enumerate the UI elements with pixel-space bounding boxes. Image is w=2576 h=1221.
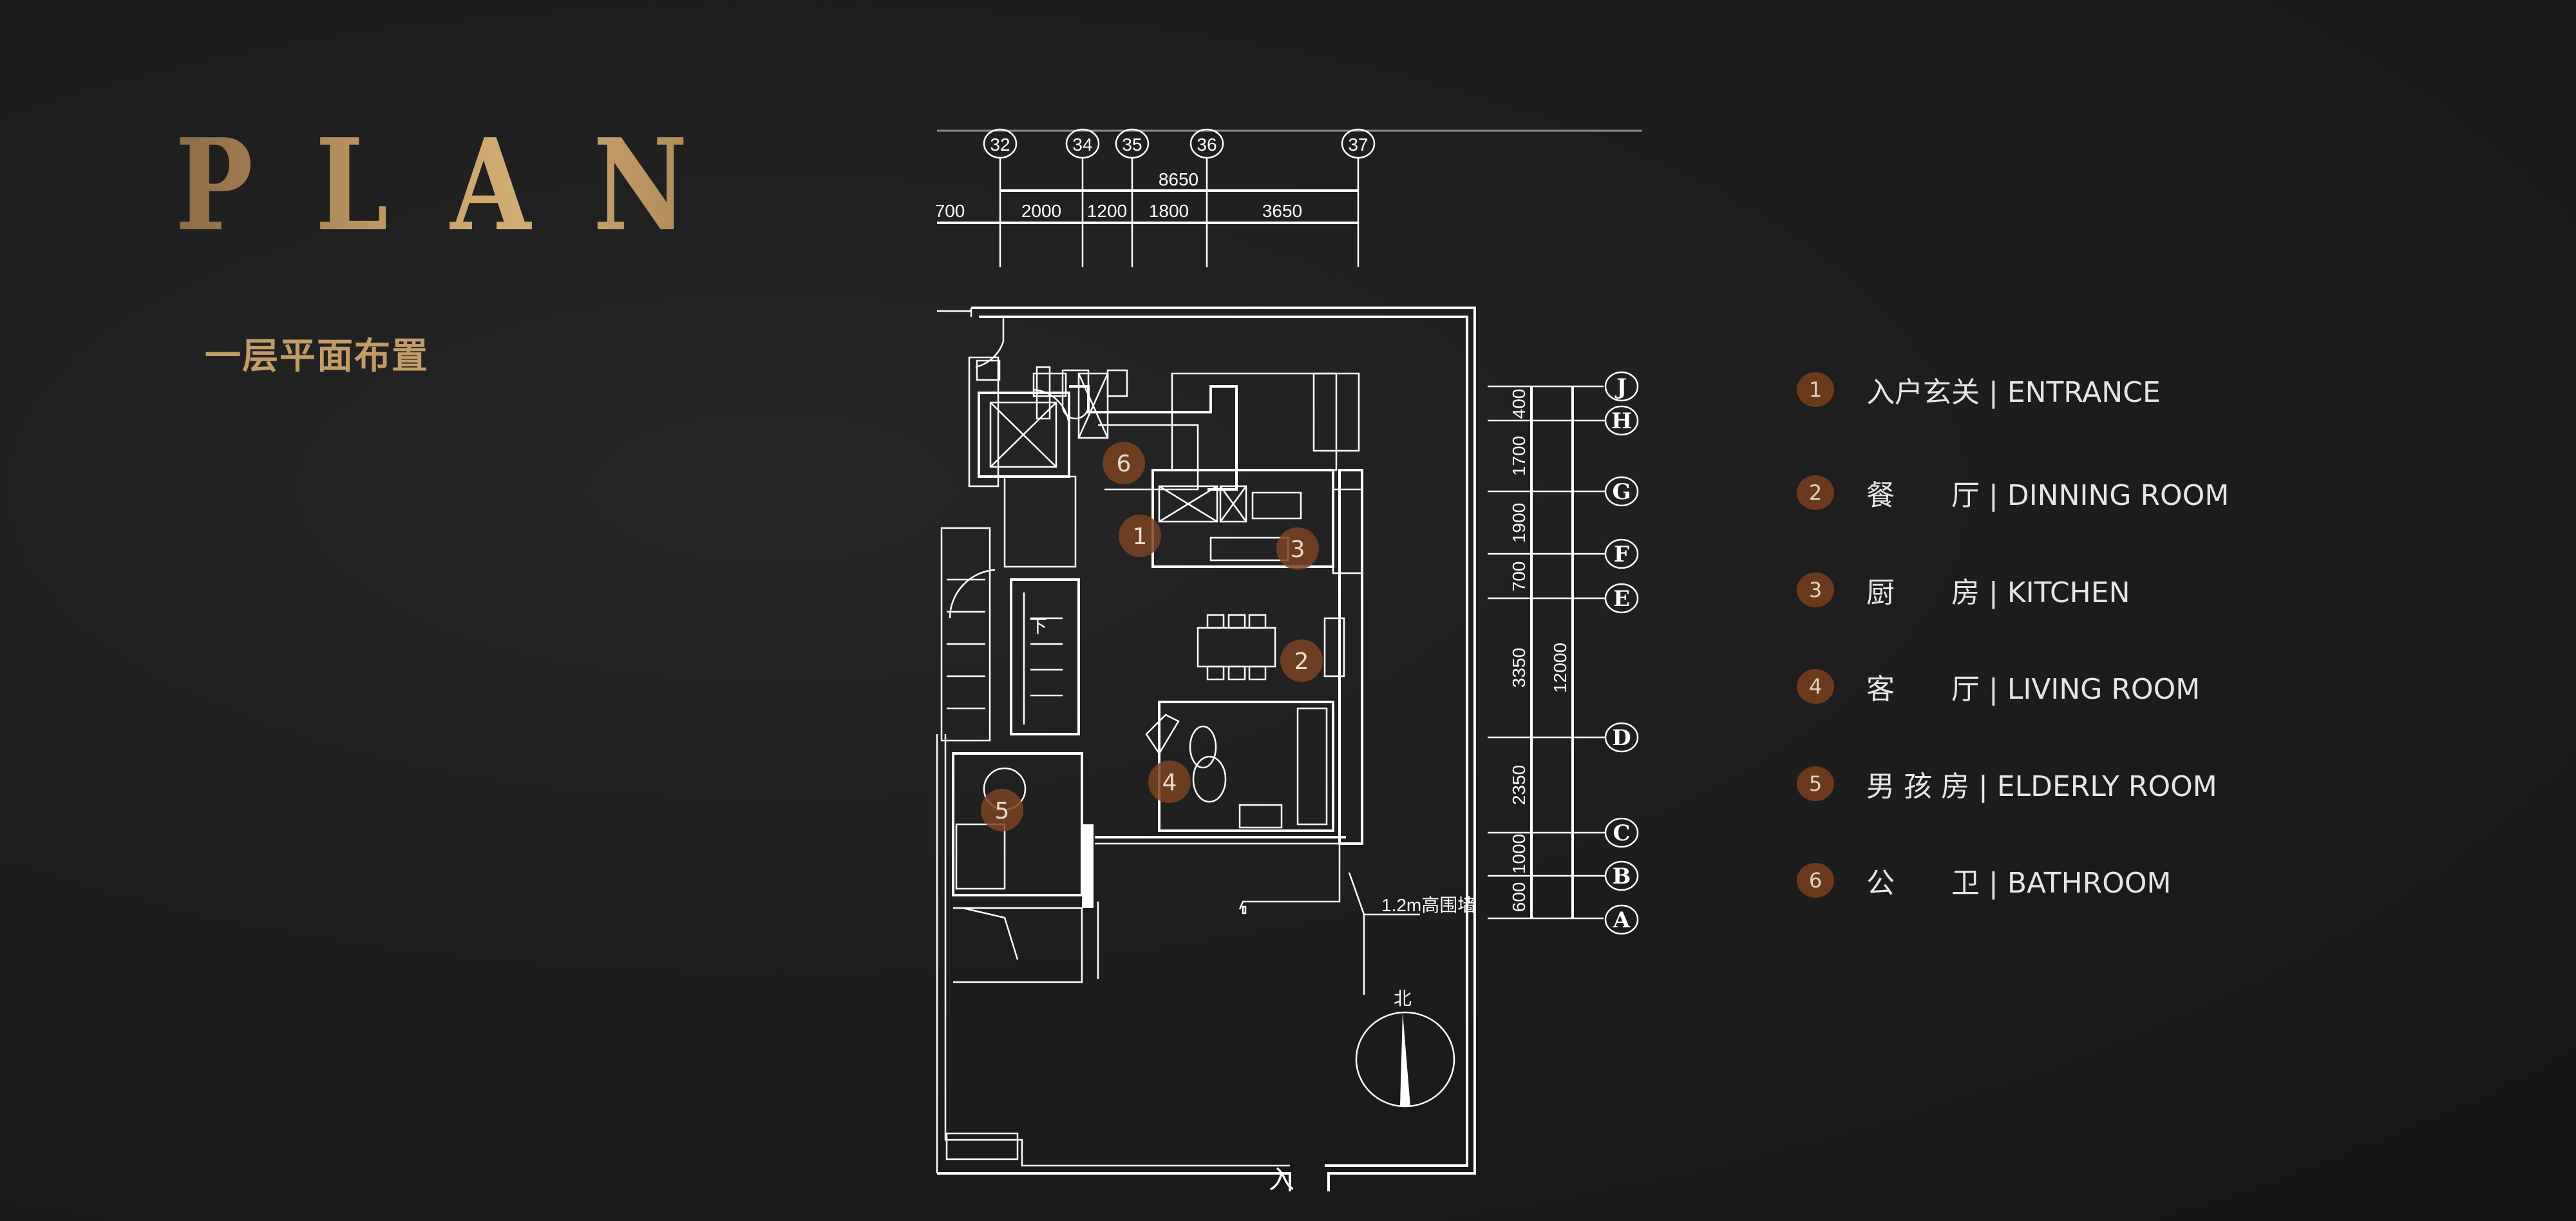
- svg-text:1: 1: [1133, 524, 1148, 550]
- svg-text:C: C: [1613, 820, 1630, 846]
- room-marker-2: 2: [1280, 639, 1323, 682]
- svg-text:700: 700: [1509, 562, 1529, 592]
- svg-text:1700: 1700: [1509, 436, 1529, 476]
- svg-text:E: E: [1613, 586, 1630, 612]
- legend-cn: 入户玄关: [1866, 376, 1980, 409]
- axis-37: 37: [1341, 128, 1376, 267]
- legend-en: DINNING ROOM: [2007, 479, 2230, 512]
- svg-text:1000: 1000: [1509, 834, 1529, 874]
- svg-text:G: G: [1612, 479, 1631, 505]
- svg-text:3350: 3350: [1509, 648, 1529, 688]
- axis-35: 35: [1115, 128, 1150, 267]
- legend-en: LIVING ROOM: [2007, 673, 2201, 706]
- legend-badge: 6: [1797, 863, 1834, 898]
- svg-text:B: B: [1613, 864, 1631, 889]
- svg-text:35: 35: [1122, 135, 1142, 155]
- stair-label: 下: [1029, 616, 1047, 636]
- svg-text:600: 600: [1509, 882, 1529, 913]
- legend-badge: 3: [1797, 573, 1834, 607]
- legend-en: BATHROOM: [2007, 867, 2172, 900]
- legend-en: KITCHEN: [2007, 576, 2130, 609]
- svg-text:H: H: [1611, 408, 1632, 434]
- svg-text:1900: 1900: [1509, 503, 1529, 543]
- dim-top: 1800: [1149, 201, 1189, 221]
- legend-cn: 公 卫: [1866, 867, 1980, 900]
- legend-badge: 2: [1797, 475, 1834, 510]
- svg-text:J: J: [1615, 374, 1627, 400]
- legend-en: ENTRANCE: [2007, 376, 2161, 409]
- svg-text:36: 36: [1197, 135, 1217, 155]
- legend-cn: 客 厅: [1866, 673, 1980, 706]
- plan-walls: [936, 307, 1476, 1191]
- legend-en: ELDERLY ROOM: [1996, 770, 2217, 803]
- svg-text:2: 2: [1294, 648, 1309, 675]
- legend-cn: 餐 厅: [1866, 479, 1980, 512]
- svg-text:A: A: [1613, 907, 1631, 933]
- room-marker-4: 4: [1148, 761, 1191, 803]
- room-marker-6: 6: [1103, 442, 1145, 484]
- legend-badge: 4: [1797, 669, 1834, 704]
- dim-top: 700: [935, 201, 965, 221]
- svg-text:32: 32: [990, 135, 1010, 155]
- legend-item-kitchen: 3 厨 房|KITCHEN: [1797, 567, 2130, 612]
- svg-text:北: 北: [1394, 989, 1412, 1008]
- svg-text:37: 37: [1348, 135, 1368, 155]
- dim-top: 3650: [1262, 201, 1302, 221]
- axis-34: 34: [1065, 128, 1100, 267]
- svg-text:34: 34: [1072, 135, 1092, 155]
- dim-total-right: 12000: [1550, 643, 1570, 693]
- svg-text:3: 3: [1291, 536, 1305, 563]
- right-axis-grid: J H G F E D C B A 400 1700 1900 700 3350…: [1488, 371, 1639, 935]
- dim-total-top: 8650: [1159, 169, 1198, 189]
- svg-text:2350: 2350: [1509, 765, 1529, 805]
- legend-cn: 厨 房: [1866, 576, 1980, 609]
- legend-badge: 1: [1797, 372, 1834, 407]
- page-title: PLAN: [175, 111, 750, 260]
- room-marker-5: 5: [981, 789, 1023, 831]
- svg-text:D: D: [1612, 725, 1631, 751]
- legend-badge: 5: [1797, 766, 1834, 801]
- svg-text:400: 400: [1509, 389, 1529, 419]
- svg-text:5: 5: [995, 798, 1010, 824]
- dim-top: 1200: [1087, 201, 1127, 221]
- legend-item-bathroom: 6 公 卫|BATHROOM: [1797, 858, 2171, 903]
- axis-36: 36: [1189, 128, 1224, 267]
- legend-item-elderly-room: 5 男 孩 房|ELDERLY ROOM: [1797, 761, 2217, 806]
- room-marker-1: 1: [1119, 515, 1161, 557]
- legend-item-dining: 2 餐 厅|DINNING ROOM: [1797, 470, 2229, 515]
- north-compass-icon: 北: [1355, 989, 1455, 1108]
- entry-label: 入: [1269, 1166, 1294, 1194]
- legend-item-entrance: 1 入户玄关|ENTRANCE: [1797, 367, 2161, 412]
- svg-text:4: 4: [1162, 770, 1177, 796]
- room-markers: 1 2 3 4 5 6: [981, 442, 1323, 831]
- page-subtitle: 一层平面布置: [205, 336, 429, 377]
- legend-item-living: 4 客 厅|LIVING ROOM: [1797, 664, 2200, 709]
- dim-top: 2000: [1021, 201, 1061, 221]
- svg-text:F: F: [1614, 542, 1629, 567]
- room-marker-3: 3: [1276, 527, 1319, 570]
- wall-height-note: 1.2m高围墙: [1381, 895, 1475, 915]
- legend-cn: 男 孩 房: [1866, 770, 1969, 803]
- svg-text:6: 6: [1117, 451, 1132, 477]
- top-axis-grid: 32 34 35 36 37 8650 700 2000 1200 1800 3…: [935, 128, 1376, 267]
- axis-32: 32: [983, 128, 1018, 267]
